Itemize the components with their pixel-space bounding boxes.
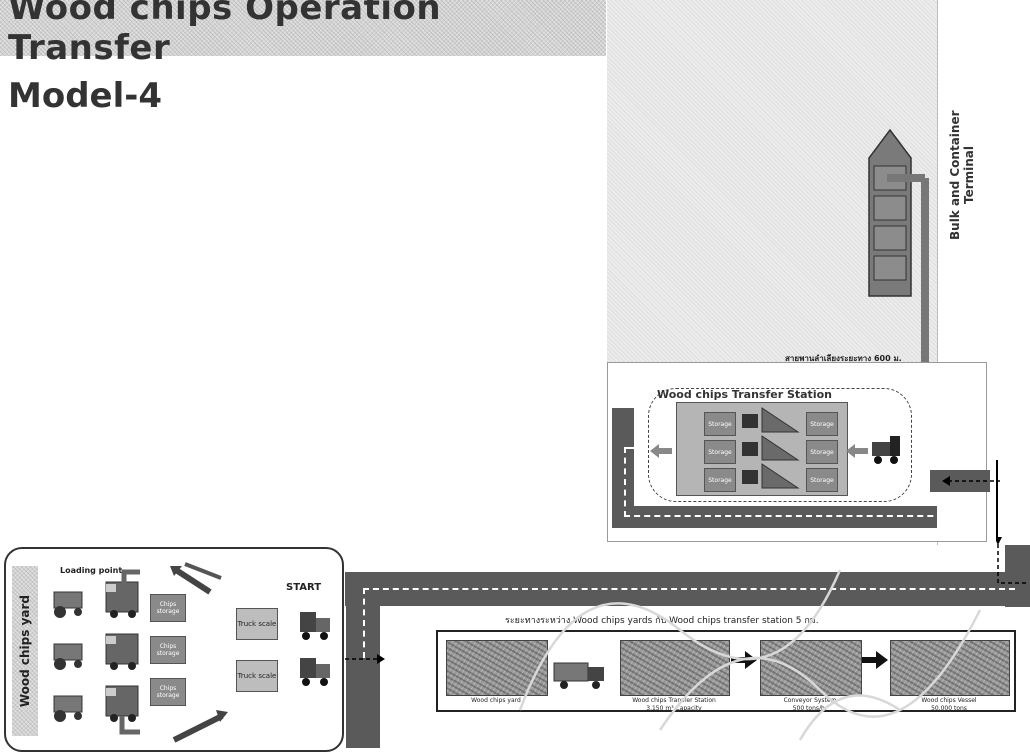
transfer-station-label: Wood chips Transfer Station: [657, 388, 832, 401]
wood-chips-yard-panel: Wood chips yard: [12, 566, 38, 736]
page-title: Wood chips Operation Transfer: [8, 0, 606, 68]
incoming-trucks-icon: [296, 606, 336, 692]
arrow-left-icon: [942, 474, 1002, 488]
watermark-graphic: [480, 490, 1000, 756]
truck-icon: [870, 432, 902, 466]
storage-unit: Storage: [806, 412, 838, 436]
arrow-left-icon: [650, 444, 672, 458]
start-label: START: [286, 582, 321, 593]
title-band: Wood chips Operation Transfer: [0, 0, 606, 56]
storage-unit: Storage: [704, 440, 736, 464]
route-arrow: [996, 535, 1030, 605]
truck-scale: Truck scale: [236, 660, 278, 692]
storage-unit: Storage: [806, 440, 838, 464]
route-dashes: [363, 588, 365, 658]
page-subtitle: Model-4: [8, 76, 162, 116]
storage-unit: Storage: [704, 412, 736, 436]
station-trucks-icon: [736, 404, 804, 494]
storage-unit: Storage: [806, 468, 838, 492]
truck-scale: Truck scale: [236, 608, 278, 640]
storage-unit: Storage: [704, 468, 736, 492]
yard-flow-arrows: [110, 560, 240, 750]
route-arrow: [345, 652, 385, 666]
arrow-left-icon: [846, 444, 868, 458]
wood-chips-yard-label: Wood chips yard: [18, 595, 32, 707]
yard-flow-arrow: [183, 560, 223, 582]
terminal-label: Bulk and Container Terminal: [948, 80, 978, 270]
